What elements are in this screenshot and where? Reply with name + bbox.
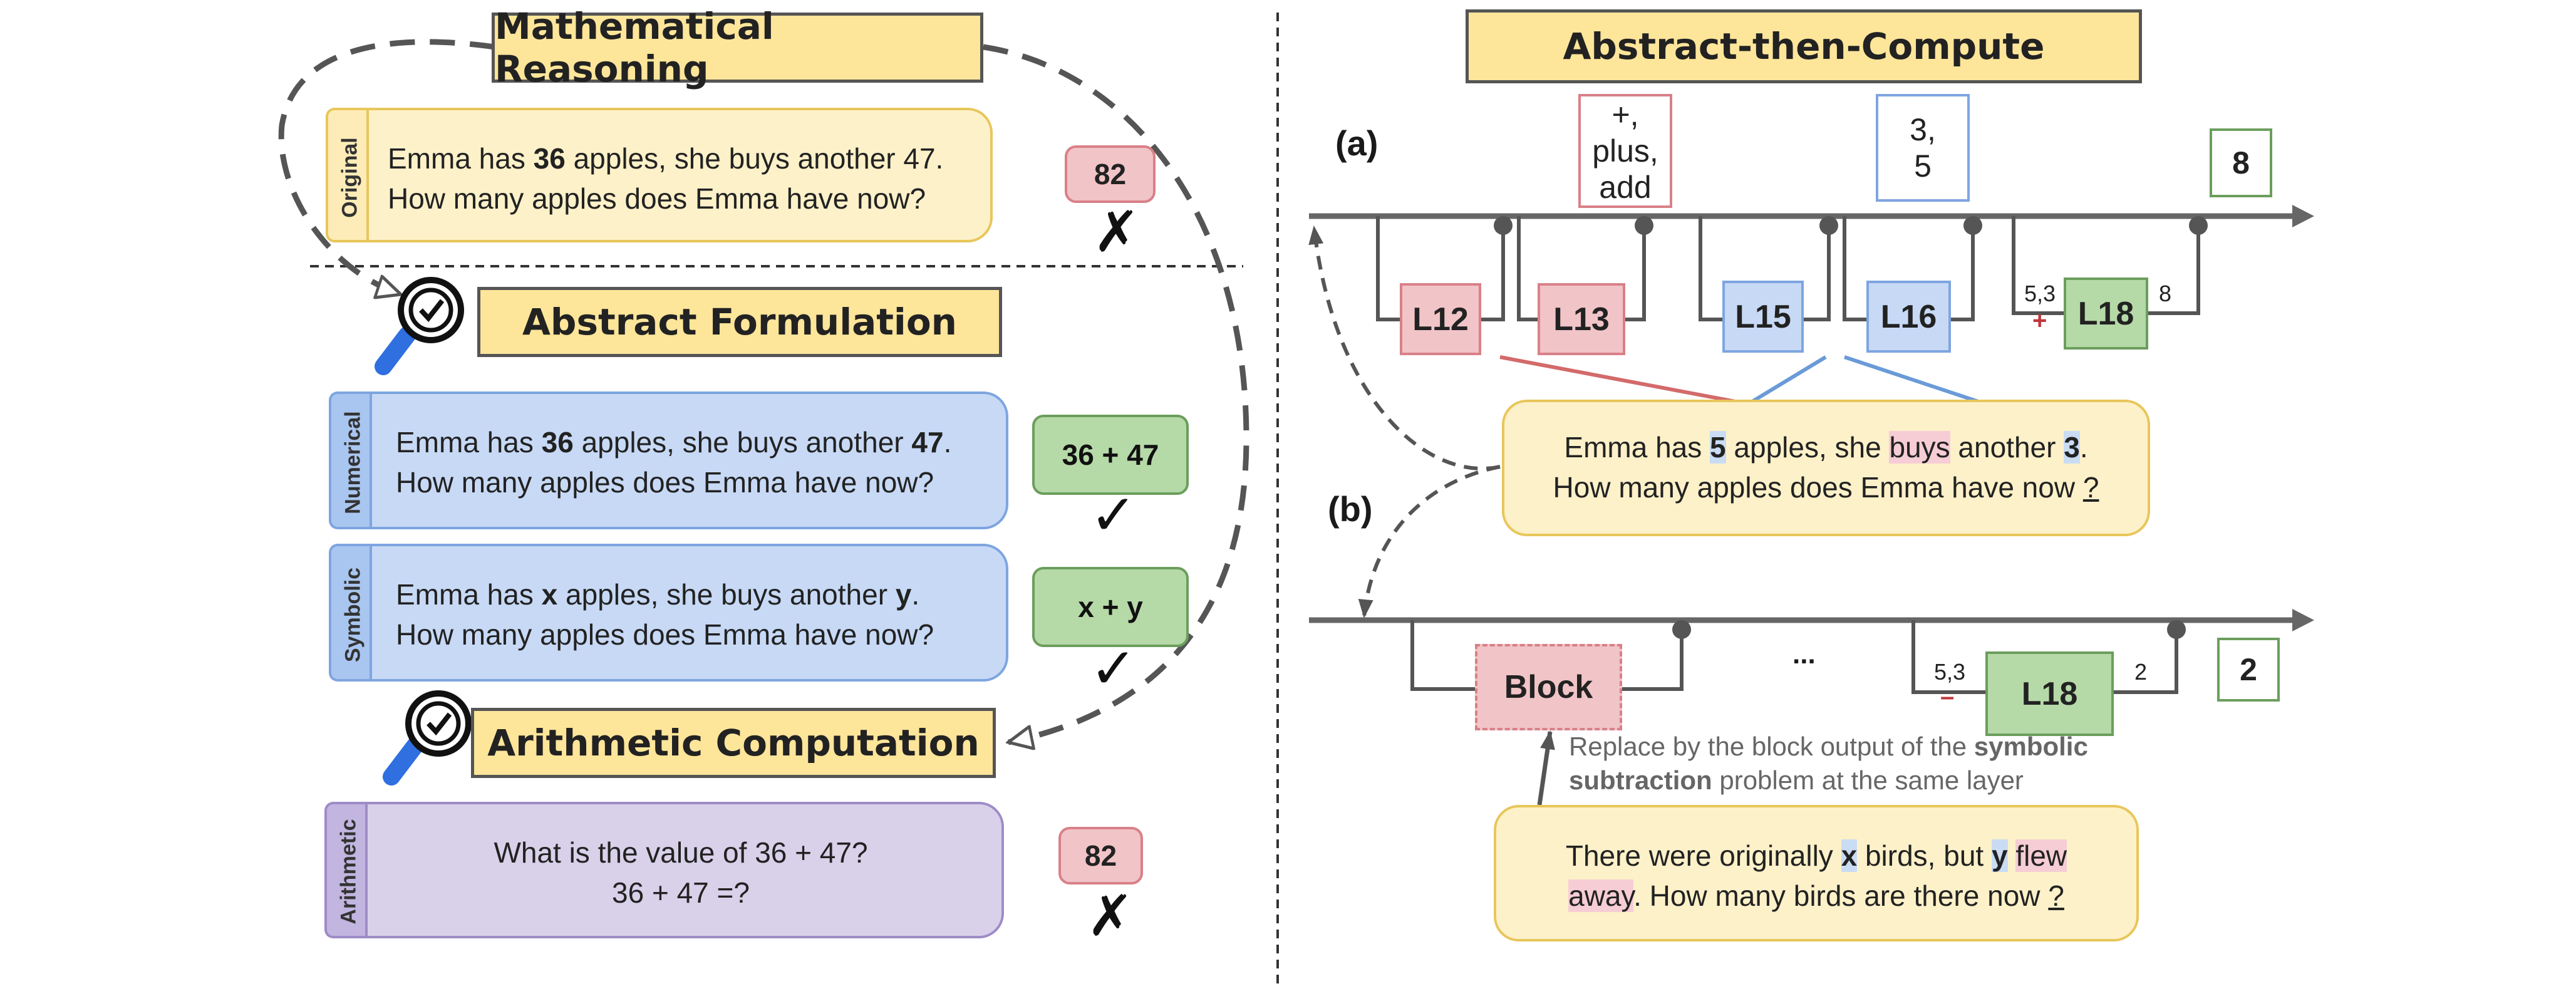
top-box-operator: +, plus, add <box>1578 94 1672 208</box>
arithmetic-line1: What is the value of 36 + 47? <box>494 836 868 869</box>
title-abstract-formulation: Abstract Formulation <box>477 287 1002 357</box>
symbolic-bold-x: x <box>541 578 558 611</box>
prompt-a-card: Emma has 5 apples, she buys another 3. H… <box>1502 400 2150 536</box>
symbolic-bold-y: y <box>895 578 912 611</box>
layer-l13: L13 <box>1538 283 1625 355</box>
prompt-b-var-y: y <box>1991 839 2008 872</box>
symbolic-line1-mid: apples, she buys another <box>557 578 896 611</box>
tab-arithmetic: Arithmetic <box>324 802 368 938</box>
tab-arithmetic-label: Arithmetic <box>336 819 361 925</box>
prompt-b-p1: There were originally <box>1565 839 1841 872</box>
symbolic-check-mark: ✓ <box>1090 636 1137 702</box>
l18-a-output: 8 <box>2159 281 2172 306</box>
top-box-result-8: 8 <box>2210 128 2272 197</box>
label-part-b: (b) <box>1328 489 1373 529</box>
prompt-a-number-5: 5 <box>1710 431 1726 464</box>
note-bold-subtraction: subtraction <box>1569 765 1712 795</box>
prompt-a-line2: How many apples does Emma have now <box>1553 471 2083 504</box>
block-box: Block <box>1475 644 1622 730</box>
block-replace-note: Replace by the block output of the symbo… <box>1569 730 2195 797</box>
layer-l18-a: L18 <box>2064 277 2148 350</box>
prompt-b-verb-flew: flew <box>2015 839 2067 872</box>
l18-b-input: 5,3 <box>1934 659 1966 685</box>
tab-symbolic-label: Symbolic <box>341 567 365 663</box>
original-answer-badge: 82 <box>1065 145 1156 203</box>
l18-a-sign: + <box>2032 307 2047 335</box>
numerical-line1-pre: Emma has <box>396 426 542 459</box>
numerical-bold-36: 36 <box>541 426 574 459</box>
l18-a-input: 5,3 <box>2024 281 2056 306</box>
original-problem-card: Emma has 36 apples, she buys another 47.… <box>366 108 993 242</box>
symbolic-line2: How many apples does Emma have now? <box>396 618 934 651</box>
prompt-b-verb-away: away <box>1568 879 1634 912</box>
prompt-b-p2: birds, but <box>1857 839 1992 872</box>
numerical-line1-post: . <box>943 426 952 459</box>
prompt-a-verb-buys: buys <box>1889 431 1950 464</box>
arithmetic-problem-card: What is the value of 36 + 47? 36 + 47 =? <box>365 802 1004 938</box>
tab-numerical: Numerical <box>329 392 373 529</box>
prompt-b-p3 <box>2008 839 2016 872</box>
prompt-a-p2: apples, she <box>1725 431 1890 464</box>
prompt-a-p3: another <box>1950 431 2064 464</box>
symbolic-line1-pre: Emma has <box>396 578 542 611</box>
original-cross-mark: ✗ <box>1093 199 1141 265</box>
tab-symbolic: Symbolic <box>329 544 373 682</box>
prompt-a-question-mark: ? <box>2082 471 2099 504</box>
layer-l15: L15 <box>1722 281 1804 353</box>
numerical-line1-mid: apples, she buys another <box>573 426 912 459</box>
arrow-up-to-block <box>1537 730 1555 806</box>
ellipsis: ... <box>1792 639 1816 670</box>
prompt-b-p4: . How many birds are there now <box>1633 879 2049 912</box>
prompt-a-p1: Emma has <box>1564 431 1710 464</box>
prompt-b-question-mark: ? <box>2048 879 2064 912</box>
original-line1-pre: Emma has <box>388 142 534 175</box>
arithmetic-cross-mark: ✗ <box>1087 883 1134 949</box>
tab-original-label: Original <box>338 137 362 218</box>
tab-original: Original <box>326 108 370 242</box>
result-box-2: 2 <box>2217 638 2280 702</box>
l18-b-output: 2 <box>2134 659 2148 685</box>
layer-l16: L16 <box>1866 281 1951 353</box>
symbolic-problem-card: Emma has x apples, she buys another y. H… <box>370 544 1008 682</box>
tab-numerical-label: Numerical <box>341 411 365 514</box>
numerical-bold-47: 47 <box>911 426 944 459</box>
title-mathematical-reasoning: Mathematical Reasoning <box>492 5 983 90</box>
dashed-arrow-to-a <box>1308 226 1501 471</box>
top-box-numbers: 3, 5 <box>1876 94 1970 202</box>
dashed-loop-arrow <box>278 39 495 294</box>
prompt-b-card: There were originally x birds, but y fle… <box>1494 805 2139 941</box>
note-pre: Replace by the block output of the <box>1569 732 1974 761</box>
layer-l18-b: L18 <box>1985 651 2114 736</box>
numerical-check-mark: ✓ <box>1090 482 1137 548</box>
label-part-a: (a) <box>1335 123 1379 163</box>
l18-b-sign: – <box>1940 683 1955 710</box>
prompt-a-p4: . <box>2079 431 2088 464</box>
arithmetic-answer-badge: 82 <box>1058 827 1143 884</box>
arithmetic-line2: 36 + 47 =? <box>612 876 750 909</box>
title-arithmetic-computation: Arithmetic Computation <box>471 708 996 778</box>
dashed-loop-arrow-right <box>983 44 1249 742</box>
prompt-a-number-3: 3 <box>2064 431 2080 464</box>
symbolic-answer-badge: x + y <box>1032 567 1189 647</box>
prompt-b-var-x: x <box>1841 839 1858 872</box>
symbolic-line1-post: . <box>911 578 920 611</box>
numerical-problem-card: Emma has 36 apples, she buys another 47.… <box>370 392 1008 529</box>
numerical-answer-badge: 36 + 47 <box>1032 415 1189 495</box>
note-post: problem at the same layer <box>1712 765 2024 795</box>
original-line1-post: apples, she buys another 47. <box>565 142 944 175</box>
dashed-arrow-to-b <box>1358 465 1501 618</box>
title-abstract-then-compute: Abstract-then-Compute <box>1466 9 2142 83</box>
original-number-bold: 36 <box>533 142 566 175</box>
note-bold-symbolic: symbolic <box>1973 732 2088 761</box>
numerical-line2: How many apples does Emma have now? <box>396 466 934 499</box>
layer-l12: L12 <box>1400 283 1481 355</box>
original-line2: How many apples does Emma have now? <box>388 182 926 215</box>
